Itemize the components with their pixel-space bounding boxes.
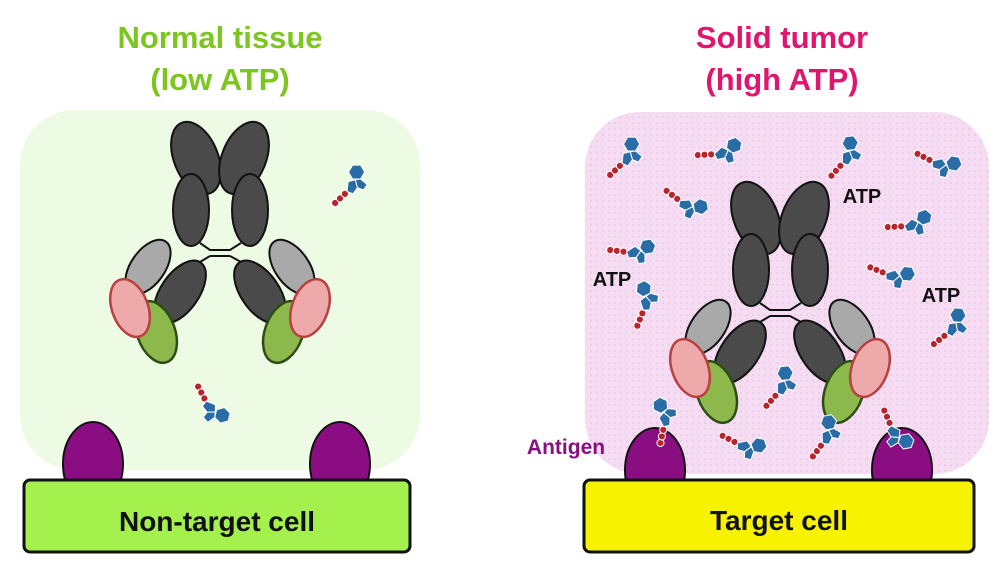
target-cell-label: Target cell xyxy=(710,505,848,536)
atp-label: ATP xyxy=(843,186,882,208)
non-target-cell-label: Non-target cell xyxy=(119,506,315,537)
right-panel: Solid tumor (high ATP) Antigen Target ce… xyxy=(527,20,989,554)
antibody-icon-right xyxy=(661,180,899,430)
normal-tissue-background xyxy=(20,110,420,470)
antibody-icon-left xyxy=(101,120,339,370)
target-cell xyxy=(582,478,976,554)
right-title-line2: (high ATP) xyxy=(705,62,858,97)
atp-label: ATP xyxy=(593,269,632,291)
right-title-line1: Solid tumor xyxy=(696,20,868,55)
atp-label: ATP xyxy=(922,285,961,307)
non-target-cell xyxy=(22,478,412,554)
left-title-line1: Normal tissue xyxy=(117,20,322,55)
left-panel: Normal tissue (low ATP) Non-target cell xyxy=(20,20,420,554)
antigen-label: Antigen xyxy=(527,436,605,459)
left-title-line2: (low ATP) xyxy=(150,62,289,97)
